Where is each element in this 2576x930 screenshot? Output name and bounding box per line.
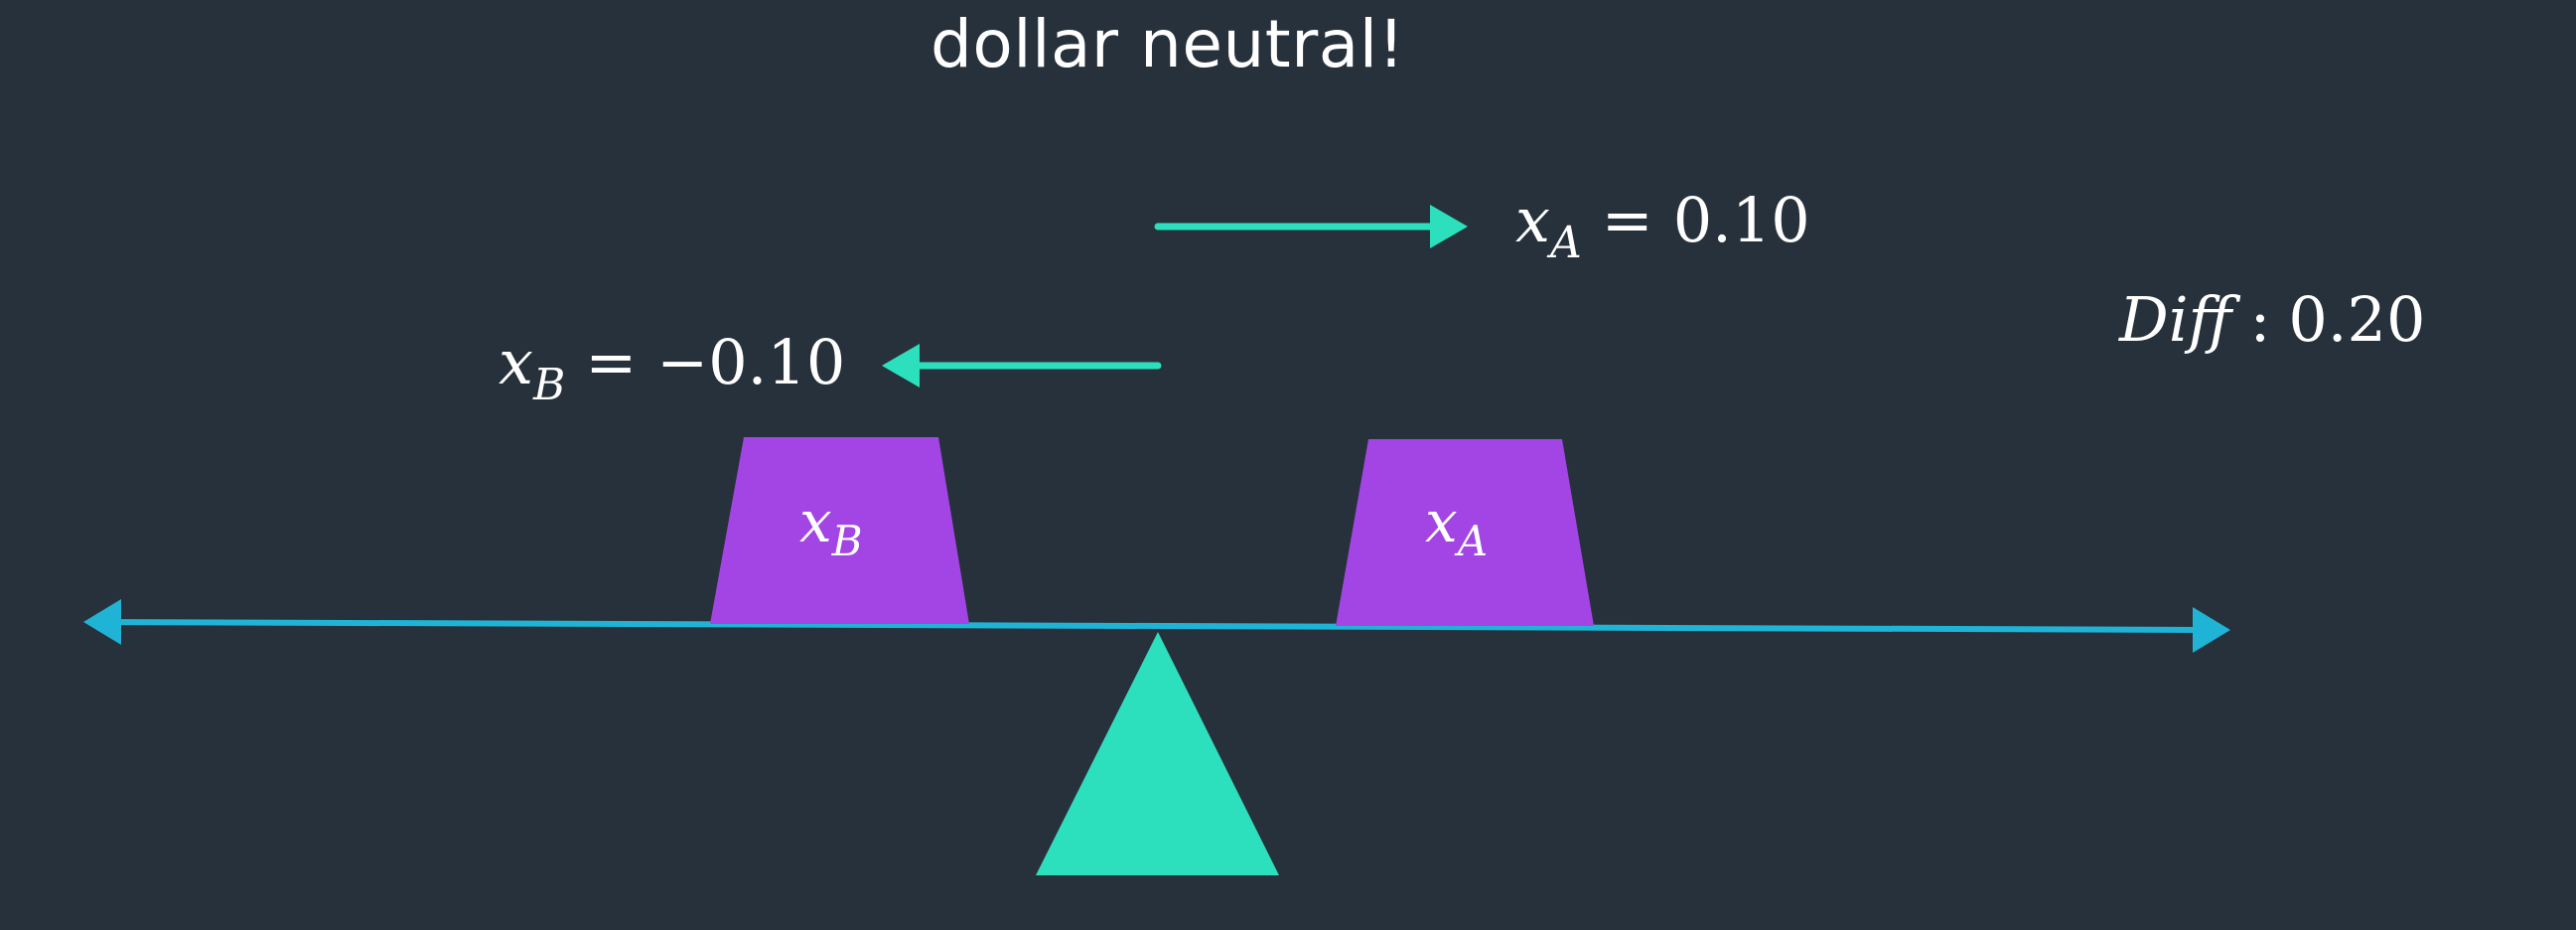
weight-b: xB: [710, 437, 969, 624]
fulcrum-icon: [1036, 632, 1279, 875]
beam-icon: [83, 599, 2230, 653]
weight-b-shape: [710, 437, 969, 624]
arrow-a-head: [1430, 205, 1468, 248]
page-title: dollar neutral!: [930, 6, 1405, 82]
beam-right-arrowhead: [2193, 607, 2230, 653]
weight-b-label: xB: [799, 488, 863, 565]
diff-label: Diff:0.20: [2118, 283, 2425, 356]
stock-a-equation: xA=0.10: [1515, 184, 1810, 268]
arrow-right-icon: [1154, 205, 1468, 248]
arrow-left-icon: [882, 344, 1162, 388]
arrow-b-head: [882, 344, 920, 388]
beam-left-arrowhead: [83, 599, 121, 645]
weight-a: xA: [1336, 439, 1594, 626]
weight-a-shape: [1336, 439, 1594, 626]
weight-a-label: xA: [1425, 488, 1488, 565]
stock-b-equation: xB=−0.10: [499, 326, 845, 410]
beam-line: [96, 619, 2208, 633]
